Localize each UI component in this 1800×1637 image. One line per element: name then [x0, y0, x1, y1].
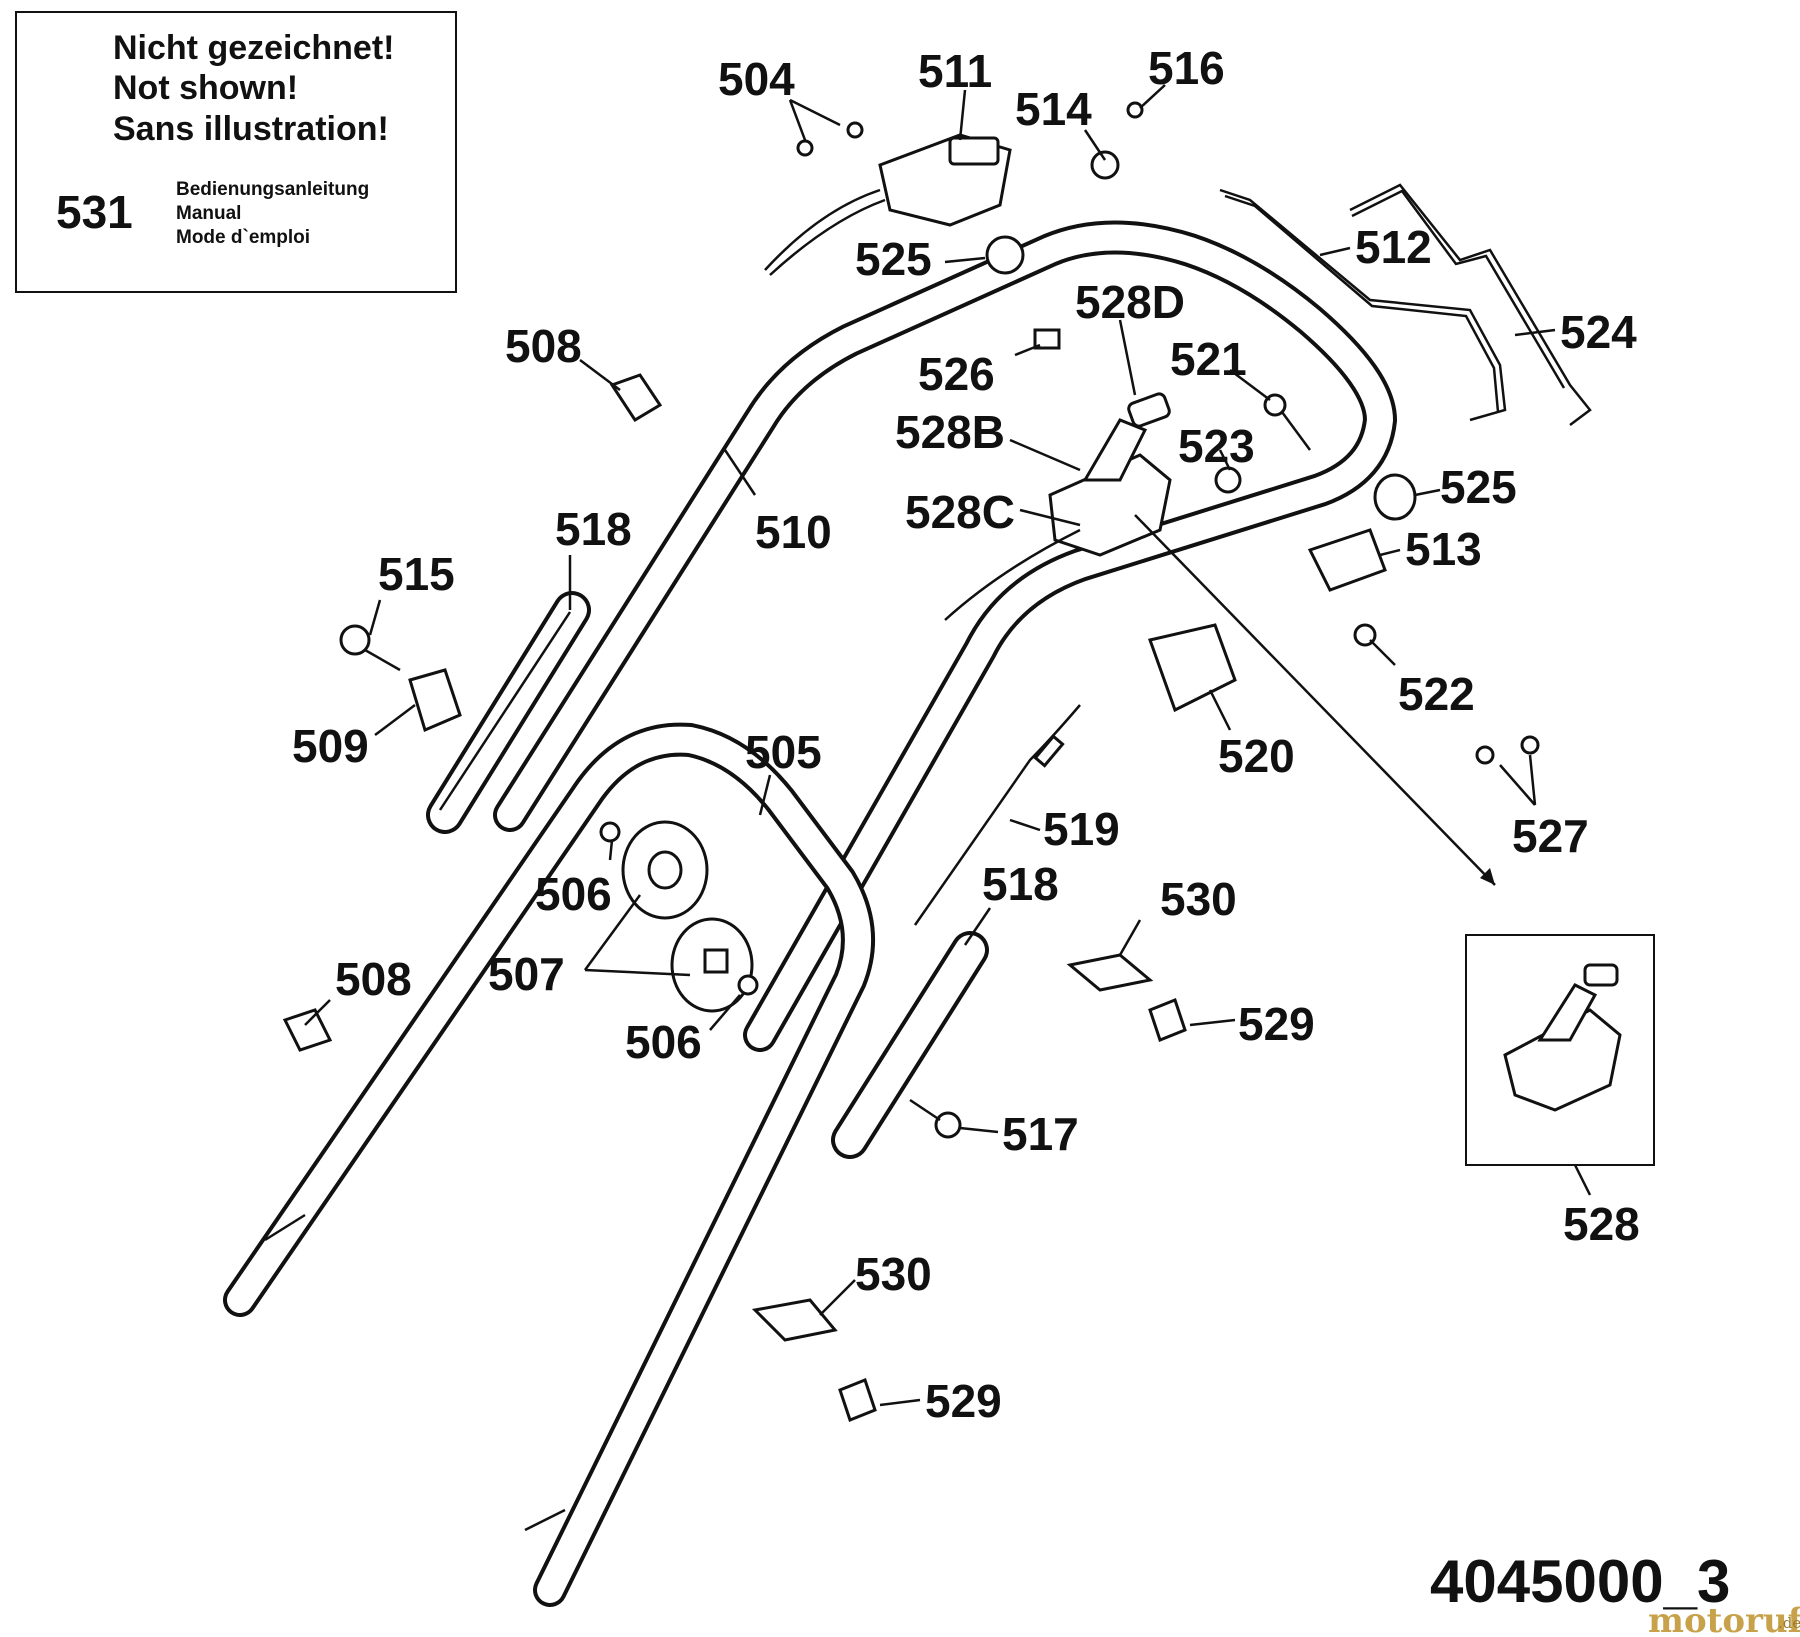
label-506-upper: 506	[535, 868, 612, 920]
knob-515	[339, 624, 371, 656]
label-525-right: 525	[1440, 461, 1517, 513]
watermark-logo: motoruf .de	[1648, 1601, 1800, 1637]
manual-description-de: Bedienungsanleitung	[176, 179, 369, 200]
label-523: 523	[1178, 420, 1255, 472]
label-507: 507	[488, 948, 565, 1000]
label-520: 520	[1218, 730, 1295, 782]
label-506-lower: 506	[625, 1016, 702, 1068]
clip-508-lower	[282, 1008, 333, 1052]
label-518-upper: 518	[555, 503, 632, 555]
height-adjuster-507	[599, 820, 759, 1013]
handle-sleeve-518-lower	[831, 931, 989, 1159]
label-526: 526	[918, 348, 995, 400]
clip-508-upper	[609, 373, 663, 423]
control-rod-524	[1349, 183, 1592, 426]
label-529-lower: 529	[925, 1375, 1002, 1427]
handle-sleeve-518-upper	[426, 591, 591, 834]
screw-516	[1126, 101, 1144, 119]
bracket-520	[1148, 623, 1237, 713]
tab-514	[1090, 150, 1120, 180]
throttle-lever-528	[944, 392, 1172, 621]
label-512: 512	[1355, 221, 1432, 273]
drawing-number: 4045000_3	[1430, 1548, 1730, 1615]
lower-handle-505	[223, 722, 875, 1607]
label-525-top: 525	[855, 233, 932, 285]
label-529-upper: 529	[1238, 998, 1315, 1050]
notice-line-de: Nicht gezeichnet!	[113, 29, 394, 67]
screw-504b	[846, 121, 864, 139]
label-528d: 528D	[1075, 276, 1185, 328]
control-rod-512	[1219, 188, 1507, 422]
star-washer-525	[985, 235, 1025, 275]
cap-525	[1373, 473, 1417, 521]
manual-description-en: Manual	[176, 203, 241, 224]
not-shown-notice-box: Nicht gezeichnet! Not shown! Sans illust…	[15, 11, 457, 293]
bowden-cable-519	[913, 704, 1081, 926]
label-509: 509	[292, 720, 369, 772]
notice-line-en: Not shown!	[113, 69, 298, 107]
stud-526	[1033, 328, 1061, 350]
screw-527a	[1475, 745, 1495, 765]
label-528: 528	[1563, 1198, 1640, 1250]
manual-description-fr: Mode d`emploi	[176, 227, 310, 248]
watermark-suffix: .de	[1778, 1614, 1800, 1632]
cover-530-lower	[751, 1298, 838, 1342]
label-517: 517	[1002, 1108, 1079, 1160]
label-522: 522	[1398, 668, 1475, 720]
label-514: 514	[1015, 83, 1092, 135]
clip-529-lower	[838, 1378, 877, 1422]
clamp-513	[1307, 528, 1387, 592]
label-505: 505	[745, 726, 822, 778]
cover-530-upper	[1066, 953, 1154, 992]
label-508-upper: 508	[505, 320, 582, 372]
label-528c: 528C	[905, 486, 1015, 538]
label-513: 513	[1405, 523, 1482, 575]
label-530-lower: 530	[855, 1248, 932, 1300]
label-510: 510	[755, 506, 832, 558]
label-516: 516	[1148, 42, 1225, 94]
knob-517	[934, 1111, 962, 1139]
switch-box-511	[764, 133, 1012, 276]
label-528b: 528B	[895, 406, 1005, 458]
watermark-text: motoruf	[1648, 1601, 1800, 1637]
label-527: 527	[1512, 810, 1589, 862]
label-508-lower: 508	[335, 953, 412, 1005]
manual-part-number: 531	[56, 186, 133, 238]
part-labels: 504 511 516 514 525 512 524 528D 508 526…	[292, 42, 1640, 1427]
clip-529-upper	[1148, 998, 1187, 1042]
label-524: 524	[1560, 306, 1637, 358]
upper-handle-510	[493, 220, 1397, 1052]
label-511: 511	[918, 45, 992, 97]
label-521: 521	[1170, 333, 1247, 385]
label-519: 519	[1043, 803, 1120, 855]
clip-509	[408, 668, 462, 733]
label-518-lower: 518	[982, 858, 1059, 910]
label-530-upper: 530	[1160, 873, 1237, 925]
label-515: 515	[378, 548, 455, 600]
notice-line-fr: Sans illustration!	[113, 110, 389, 148]
detail-callout-528	[1134, 514, 1655, 1196]
screw-527b	[1520, 735, 1540, 755]
leader-lines	[304, 84, 1556, 1407]
label-504: 504	[718, 53, 795, 105]
screw-504a	[796, 139, 814, 157]
small-hardware	[282, 101, 1540, 1422]
